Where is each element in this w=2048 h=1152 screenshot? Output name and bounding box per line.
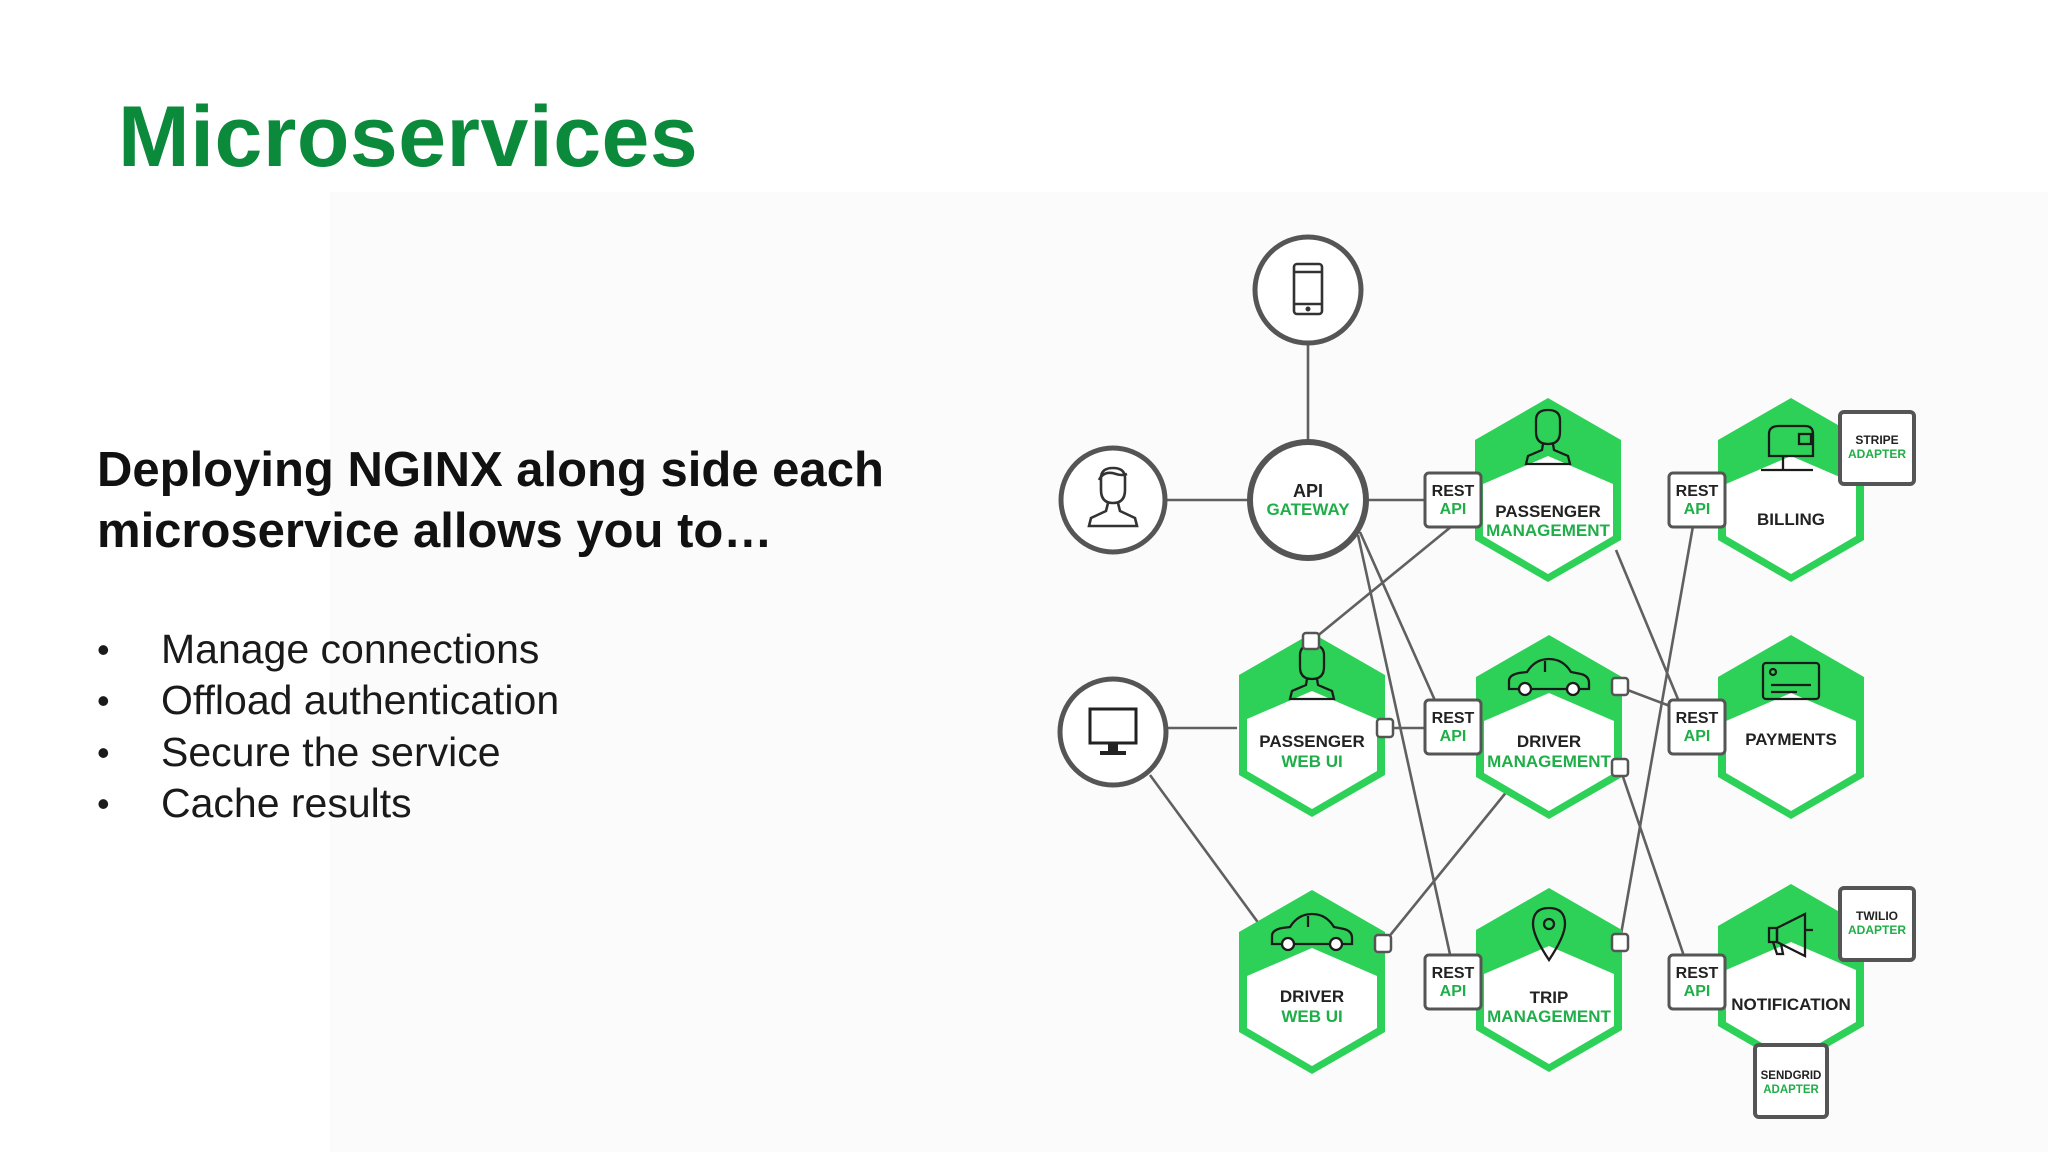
rest-api-box: REST API	[1423, 698, 1483, 756]
bullet-text: Secure the service	[161, 728, 501, 775]
megaphone-icon	[1767, 912, 1813, 958]
bullet-text: Manage connections	[161, 626, 540, 672]
sendgrid-adapter-box: SENDGRID ADAPTER	[1753, 1043, 1829, 1119]
bullet-list: • Manage connections • Offload authenticat…	[97, 624, 559, 829]
line-dweb-drivermgmt	[1381, 789, 1510, 945]
service-label-2: WEB UI	[1281, 1007, 1342, 1026]
rest-api-label-1: REST	[1676, 483, 1719, 500]
service-label-2: MANAGEMENT	[1487, 1007, 1611, 1026]
bullet-text: Cache results	[161, 779, 412, 826]
connector-square	[1610, 676, 1630, 697]
line-pm-rest4	[1614, 549, 1682, 705]
rest-api-label-1: REST	[1432, 965, 1475, 982]
connector-square	[1610, 932, 1630, 953]
service-label-2: WEB UI	[1281, 752, 1342, 771]
connector-square	[1375, 717, 1395, 739]
adapter-label-2: ADAPTER	[1848, 923, 1906, 937]
bullet-dot-icon: •	[97, 731, 110, 773]
mailbox-icon	[1761, 424, 1815, 472]
rest-api-label-2: API	[1440, 728, 1467, 745]
connector-square	[1373, 933, 1393, 954]
rest-api-box: REST API	[1423, 471, 1483, 529]
connector-square	[1301, 631, 1321, 651]
mobile-phone-icon	[1292, 262, 1324, 316]
rest-api-label-2: API	[1440, 983, 1467, 1000]
service-label-2: MANAGEMENT	[1486, 521, 1610, 540]
connection-lines	[1148, 290, 1695, 969]
rest-api-label-1: REST	[1676, 965, 1719, 982]
service-label-2: MANAGEMENT	[1487, 752, 1611, 771]
bullet-text: Offload authentication	[161, 677, 560, 724]
service-label-1: TRIP	[1530, 988, 1569, 1007]
rest-api-label-1: REST	[1432, 483, 1475, 500]
user-icon	[1087, 466, 1139, 528]
service-payments: PAYMENTS	[1718, 635, 1864, 819]
user-client	[1058, 445, 1168, 555]
api-gateway-label-1: API	[1293, 481, 1323, 501]
service-driver-management: DRIVER MANAGEMENT	[1476, 635, 1622, 819]
subtitle-line-1: Deploying NGINX along side each	[97, 443, 884, 497]
line-trip-rest2	[1618, 525, 1695, 941]
subtitle-line-2: microservice allows you to…	[97, 504, 773, 558]
line-dm-rest6	[1618, 767, 1688, 963]
bullet-item: • Cache results	[97, 778, 559, 829]
service-label-1: BILLING	[1757, 510, 1825, 529]
desktop-client	[1057, 676, 1169, 788]
connector-squares	[1301, 631, 1630, 954]
service-label-1: PAYMENTS	[1745, 730, 1837, 749]
bullet-item: • Secure the service	[97, 727, 559, 778]
bullet-dot-icon: •	[97, 680, 110, 722]
api-gateway-label-2: GATEWAY	[1266, 500, 1350, 519]
passenger-icon	[1524, 408, 1572, 466]
rest-api-label-2: API	[1440, 501, 1467, 518]
service-label-1: PASSENGER	[1259, 732, 1365, 751]
rest-api-label-2: API	[1684, 501, 1711, 518]
adapter-label-2: ADAPTER	[1763, 1084, 1819, 1096]
rest-api-label-1: REST	[1432, 710, 1475, 727]
rest-api-box: REST API	[1667, 471, 1727, 529]
bullet-item: • Manage connections	[97, 624, 559, 675]
twilio-adapter-box: TWILIO ADAPTER	[1838, 886, 1916, 962]
rest-api-label-2: API	[1684, 983, 1711, 1000]
adapter-label-1: STRIPE	[1855, 433, 1898, 447]
bullet-dot-icon: •	[97, 629, 110, 670]
connector-square	[1610, 757, 1630, 778]
map-pin-icon	[1531, 906, 1567, 963]
slide-subtitle: Deploying NGINX along side each microser…	[97, 440, 977, 562]
line-gateway-rest3	[1358, 531, 1443, 715]
line-gateway-rest5	[1356, 534, 1455, 969]
rest-api-label-2: API	[1684, 728, 1711, 745]
service-billing: BILLING	[1718, 398, 1864, 582]
service-passenger-management: PASSENGER MANAGEMENT	[1475, 398, 1621, 582]
service-label-1: NOTIFICATION	[1731, 995, 1851, 1014]
bullet-item: • Offload authentication	[97, 675, 559, 726]
car-icon	[1270, 912, 1354, 952]
rest-api-box: REST API	[1667, 698, 1727, 756]
stripe-adapter-box: STRIPE ADAPTER	[1838, 410, 1916, 486]
rest-api-box: REST API	[1667, 953, 1727, 1011]
adapter-label-2: ADAPTER	[1848, 447, 1906, 461]
line-desktop-dweb	[1148, 774, 1267, 933]
service-label-1: DRIVER	[1517, 732, 1581, 751]
api-gateway-node: API GATEWAY	[1247, 439, 1369, 561]
service-label-1: PASSENGER	[1495, 502, 1601, 521]
line-pweb-rest1	[1309, 524, 1453, 644]
service-trip-management: TRIP MANAGEMENT	[1476, 888, 1622, 1072]
adapter-label-1: SENDGRID	[1761, 1070, 1822, 1082]
slide-title: Microservices	[118, 89, 699, 185]
desktop-monitor-icon	[1088, 707, 1138, 755]
service-passenger-web-ui: PASSENGER WEB UI	[1239, 633, 1385, 817]
rest-api-label-1: REST	[1676, 710, 1719, 727]
credit-card-icon	[1761, 661, 1821, 701]
car-icon	[1507, 657, 1591, 697]
mobile-client	[1252, 234, 1364, 346]
adapter-label-1: TWILIO	[1856, 909, 1898, 923]
bullet-dot-icon: •	[97, 782, 110, 824]
rest-api-box: REST API	[1423, 953, 1483, 1011]
service-label-1: DRIVER	[1280, 987, 1344, 1006]
service-driver-web-ui: DRIVER WEB UI	[1239, 890, 1385, 1074]
service-notification: NOTIFICATION	[1718, 884, 1864, 1068]
